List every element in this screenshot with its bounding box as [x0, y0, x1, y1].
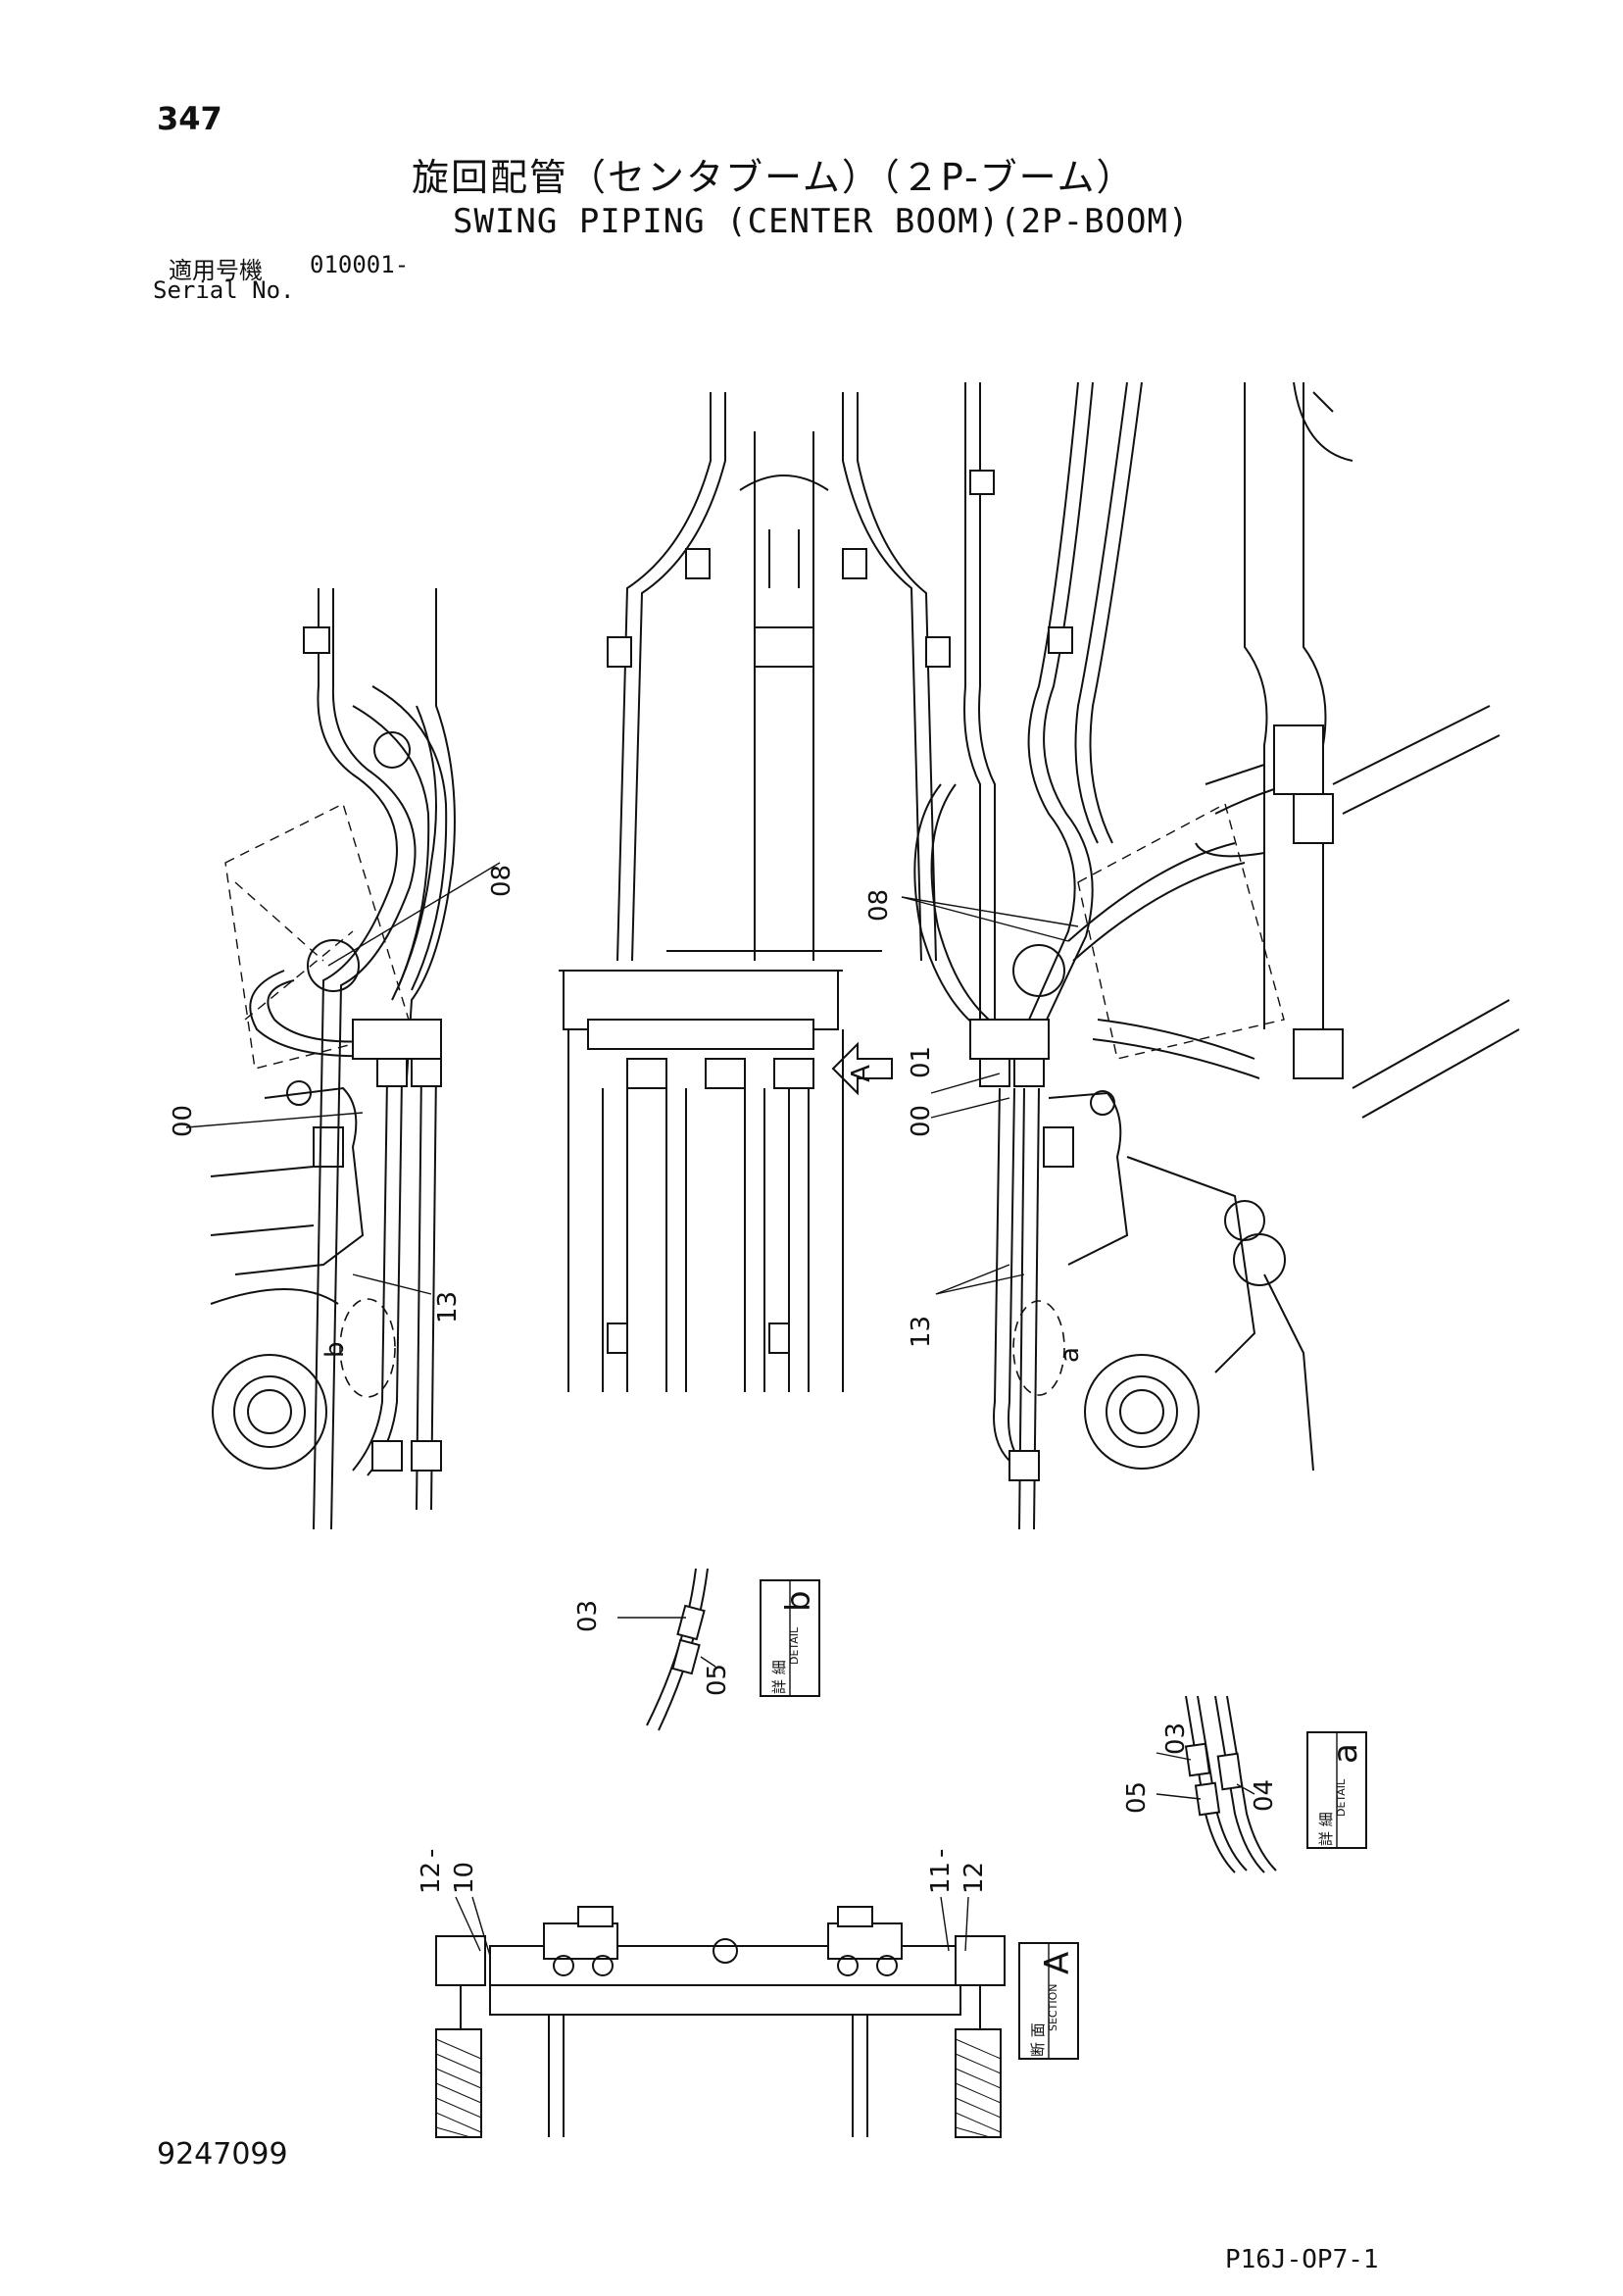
serial-label-japanese: 適用号機 [169, 257, 263, 284]
title-english: SWING PIPING (CENTER BOOM)(2P-BOOM) [453, 202, 1190, 241]
section-a-en: SECTION [1047, 1984, 1059, 2031]
callout-section-right-11: 11 [926, 1862, 956, 1894]
callout-detail-a-04: 04 [1250, 1779, 1279, 1812]
right-view: 08 00 01 13 a [864, 381, 1520, 1530]
detail-a-ja: 詳 細 [1317, 1812, 1335, 1846]
serial-label-english: Serial No. [153, 276, 295, 304]
drawing-number: 9247099 [157, 2137, 288, 2171]
callout-detail-a-03: 03 [1161, 1722, 1191, 1755]
page-number: 347 [157, 100, 222, 137]
callout-left-08: 08 [487, 865, 516, 897]
callout-section-left-12: 12 [417, 1862, 446, 1894]
callout-section-left-10: 10 [450, 1862, 479, 1894]
callout-left-b: b [320, 1341, 350, 1358]
detail-b: 03 05 b 詳 細 DETAIL [573, 1568, 820, 1731]
section-a-letter: A [1038, 1952, 1077, 1974]
callout-section-right-dash: - [926, 1849, 956, 1858]
callout-right-00: 00 [907, 1105, 936, 1137]
callout-detail-b-03: 03 [573, 1600, 603, 1632]
detail-a: 03 05 04 a 詳 細 DETAIL [1122, 1695, 1367, 1873]
section-a-ja: 断 面 [1029, 2022, 1047, 2057]
detail-b-en: DETAIL [788, 1626, 801, 1665]
callout-section-left-dash: - [417, 1849, 446, 1858]
callout-left-00: 00 [169, 1105, 198, 1137]
detail-a-letter: a [1326, 1743, 1365, 1764]
detail-b-letter: b [779, 1590, 818, 1612]
detail-b-ja: 詳 細 [770, 1660, 788, 1694]
center-view: A [559, 392, 951, 1392]
section-arrow-label: A [847, 1065, 876, 1082]
callout-right-13: 13 [907, 1316, 936, 1348]
callout-right-01: 01 [907, 1046, 936, 1078]
callout-left-13: 13 [433, 1291, 463, 1323]
callout-detail-a-05: 05 [1122, 1781, 1152, 1814]
page-code: P16J-OP7-1 [1225, 2245, 1379, 2274]
section-a: 12 - 10 11 - 12 A 断 面 SECTION [417, 1849, 1079, 2138]
title-japanese: 旋回配管（センタブーム）（２P-ブーム） [412, 156, 1136, 199]
callout-right-a: a [1056, 1347, 1085, 1363]
callout-section-right-12: 12 [959, 1862, 989, 1894]
serial-value: 010001- [310, 251, 410, 278]
detail-a-en: DETAIL [1335, 1778, 1348, 1817]
callout-detail-b-05: 05 [703, 1664, 732, 1696]
left-view: 08 00 13 b [169, 588, 516, 1530]
callout-right-08: 08 [864, 889, 894, 922]
